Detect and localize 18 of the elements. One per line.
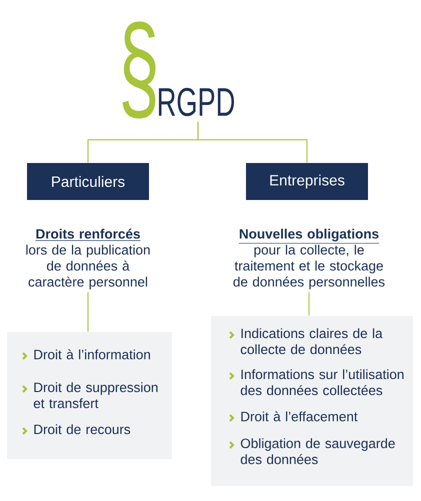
list-item: Obligation de sauvegarde des données xyxy=(240,438,395,464)
title-text: RGPD xyxy=(158,88,234,116)
list-item: Droit à l’information xyxy=(34,349,150,360)
description: lors de la publication de données à caractère personnel xyxy=(26,244,150,290)
list-item: Indications claires de la collecte de données xyxy=(240,328,383,354)
connector-line xyxy=(197,122,308,163)
section-sign: § xyxy=(122,22,156,119)
header-box: Particuliers xyxy=(27,163,149,200)
connector-line xyxy=(308,292,310,316)
connector-line xyxy=(87,292,89,332)
heading: Droits renforcés xyxy=(35,228,141,241)
list-item: Informations sur l’utilisation des données collectées xyxy=(240,369,404,396)
list-item: Droit de recours xyxy=(34,424,130,434)
list-item: Droit à l’effacement xyxy=(241,411,358,422)
heading: Nouvelles obligations xyxy=(238,228,380,244)
header-box: Entreprises xyxy=(246,163,368,200)
list-item: Droit de suppression et transfert xyxy=(34,382,158,408)
description: pour la collecte, le traitement et le stockage de données personnelles xyxy=(233,244,385,290)
